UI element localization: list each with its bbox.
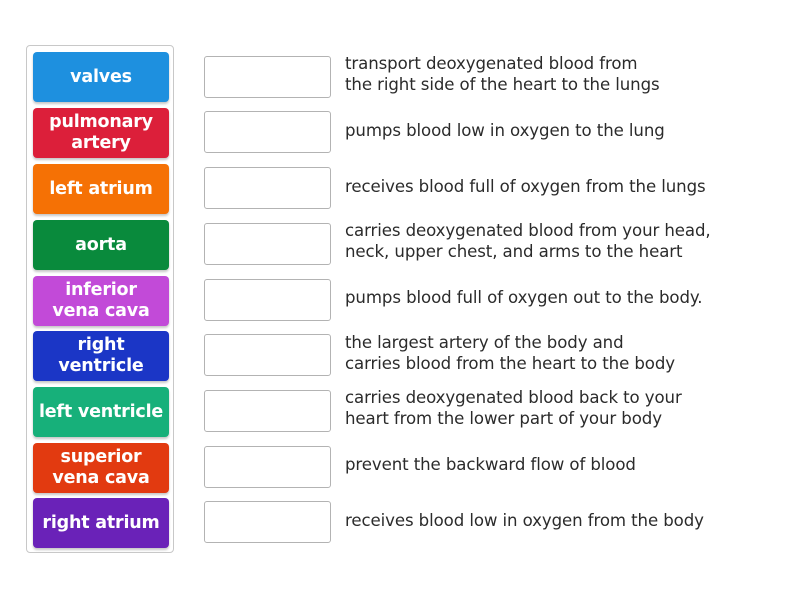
- drop-box-2[interactable]: [204, 111, 331, 153]
- description-2: pumps blood low in oxygen to the lung: [345, 120, 665, 140]
- answer-tile-bank: valves pulmonary artery left atrium aort…: [26, 45, 174, 553]
- tile-left-atrium[interactable]: left atrium: [33, 164, 169, 214]
- drop-box-5[interactable]: [204, 279, 331, 321]
- tile-pulmonary-artery[interactable]: pulmonary artery: [33, 108, 169, 158]
- tile-superior-vena-cava[interactable]: superior vena cava: [33, 443, 169, 493]
- drop-box-7[interactable]: [204, 390, 331, 432]
- description-8: prevent the backward flow of blood: [345, 454, 636, 474]
- drop-box-4[interactable]: [204, 223, 331, 265]
- drop-box-3[interactable]: [204, 167, 331, 209]
- tile-inferior-vena-cava[interactable]: inferior vena cava: [33, 276, 169, 326]
- drop-box-9[interactable]: [204, 501, 331, 543]
- drop-box-6[interactable]: [204, 334, 331, 376]
- tile-valves[interactable]: valves: [33, 52, 169, 102]
- drop-box-8[interactable]: [204, 446, 331, 488]
- description-1: transport deoxygenated blood from the ri…: [345, 54, 660, 94]
- description-7: carries deoxygenated blood back to your …: [345, 388, 682, 428]
- description-3: receives blood full of oxygen from the l…: [345, 176, 706, 196]
- description-5: pumps blood full of oxygen out to the bo…: [345, 287, 703, 307]
- description-4: carries deoxygenated blood from your hea…: [345, 221, 711, 261]
- tile-right-ventricle[interactable]: right ventricle: [33, 331, 169, 381]
- tile-right-atrium[interactable]: right atrium: [33, 498, 169, 548]
- tile-aorta[interactable]: aorta: [33, 220, 169, 270]
- tile-left-ventricle[interactable]: left ventricle: [33, 387, 169, 437]
- description-9: receives blood low in oxygen from the bo…: [345, 510, 704, 530]
- description-6: the largest artery of the body and carri…: [345, 333, 676, 373]
- drop-box-1[interactable]: [204, 56, 331, 98]
